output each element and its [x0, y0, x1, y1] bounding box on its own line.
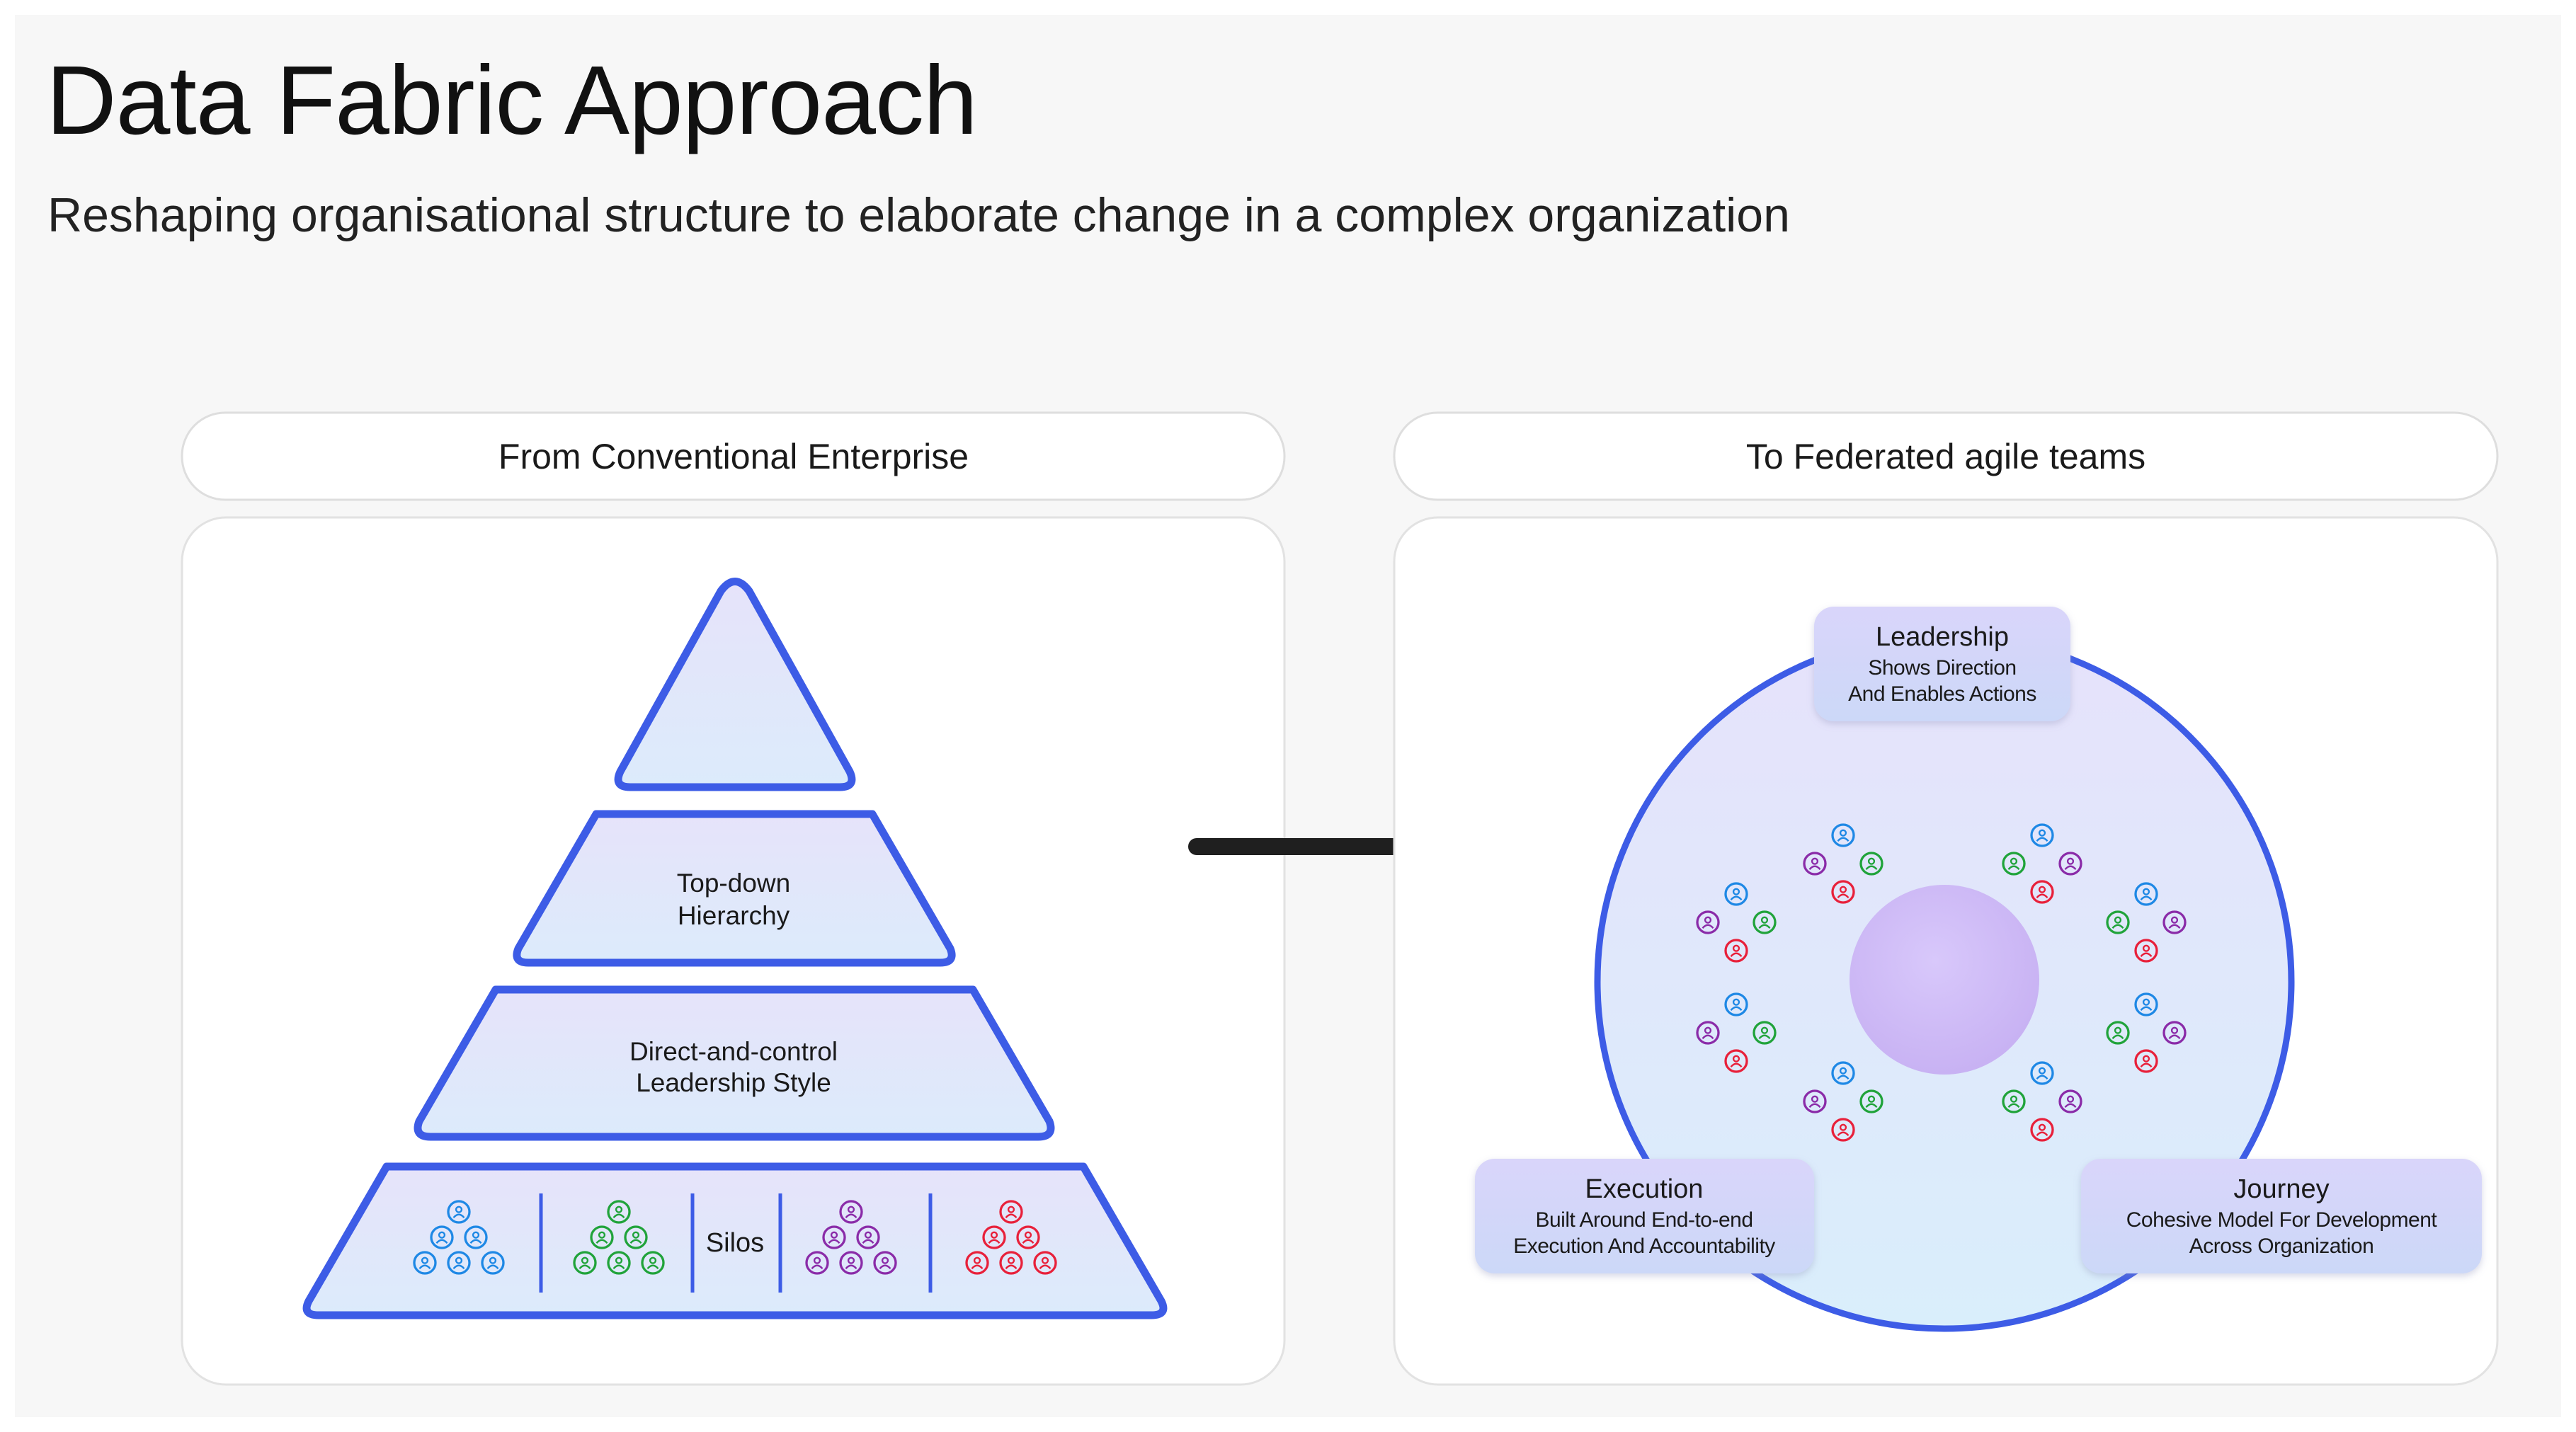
person-icon — [481, 1251, 505, 1275]
leadership-line1: Shows Direction — [1868, 656, 2016, 680]
person-icon — [1803, 1089, 1827, 1113]
person-icon — [999, 1251, 1023, 1275]
person-icon — [624, 1225, 648, 1249]
person-icon — [413, 1251, 437, 1275]
left-header-label: From Conventional Enterprise — [498, 437, 969, 476]
person-icon — [1831, 823, 1855, 847]
person-icon — [430, 1225, 454, 1249]
left-panel: From Conventional Enterprise Top-down Hi… — [181, 411, 1286, 1386]
person-icon — [839, 1251, 863, 1275]
person-icon — [1724, 1049, 1748, 1073]
execution-line2: Execution And Accountability — [1513, 1235, 1775, 1258]
person-icon — [822, 1225, 846, 1249]
journey-line1: Cohesive Model For Development — [2126, 1208, 2438, 1232]
person-icon — [2058, 852, 2082, 876]
page-subtitle: Reshaping organisational structure to el… — [47, 188, 1790, 242]
person-icon — [873, 1251, 897, 1275]
person-icon — [1016, 1225, 1040, 1249]
person-icon — [1724, 992, 1748, 1016]
tier-leadership-line2: Leadership Style — [636, 1068, 831, 1097]
right-header-pill — [1393, 411, 2499, 501]
person-icon — [1831, 1118, 1855, 1142]
pyramid-tier-hierarchy — [513, 810, 956, 967]
person-icon — [1724, 882, 1748, 906]
person-icon — [839, 1200, 863, 1224]
person-icon — [1753, 910, 1777, 934]
person-icon — [2030, 1061, 2054, 1085]
person-icon — [1831, 880, 1855, 904]
person-icon — [573, 1251, 597, 1275]
person-icon — [447, 1200, 471, 1224]
tier-leadership-line1: Direct-and-control — [629, 1037, 838, 1066]
silos-label: Silos — [706, 1228, 764, 1258]
person-icon — [607, 1251, 631, 1275]
tier-hierarchy-line1: Top-down — [677, 869, 790, 898]
person-icon — [1696, 910, 1720, 934]
person-icon — [856, 1225, 880, 1249]
journey-card — [2081, 1159, 2482, 1273]
person-icon — [447, 1251, 471, 1275]
right-header-label: To Federated agile teams — [1746, 437, 2145, 476]
person-icon — [607, 1200, 631, 1224]
person-icon — [1753, 1021, 1777, 1045]
person-icon — [2162, 910, 2187, 934]
core-circle — [1850, 885, 2039, 1075]
person-icon — [2058, 1089, 2082, 1113]
tier-hierarchy-line2: Hierarchy — [678, 901, 790, 930]
person-icon — [2106, 910, 2130, 934]
person-icon — [1724, 939, 1748, 963]
pyramid-tier-silos — [302, 1162, 1168, 1319]
person-icon — [982, 1225, 1006, 1249]
pyramid-apex — [614, 578, 856, 791]
agile-team-icons — [1696, 823, 2187, 1142]
leadership-card — [1814, 607, 2070, 721]
person-icon — [1859, 1089, 1883, 1113]
person-icon — [2134, 939, 2158, 963]
right-panel: To Federated agile teams Leadership Show… — [1393, 411, 2499, 1386]
person-icon — [2134, 882, 2158, 906]
person-icon — [1831, 1061, 1855, 1085]
person-icon — [999, 1200, 1023, 1224]
person-icon — [1696, 1021, 1720, 1045]
person-icon — [2162, 1021, 2187, 1045]
person-icon — [590, 1225, 614, 1249]
person-icon — [2002, 1089, 2026, 1113]
person-icon — [1859, 852, 1883, 876]
leadership-title: Leadership — [1876, 622, 2009, 652]
person-icon — [2002, 852, 2026, 876]
page-title: Data Fabric Approach — [46, 46, 978, 155]
person-icon — [1033, 1251, 1057, 1275]
journey-line2: Across Organization — [2189, 1235, 2374, 1258]
left-header-pill — [181, 411, 1286, 501]
journey-title: Journey — [2233, 1174, 2329, 1204]
execution-line1: Built Around End-to-end — [1535, 1208, 1753, 1232]
pyramid-tier-leadership-style — [414, 985, 1055, 1141]
person-icon — [464, 1225, 488, 1249]
silo-team-icons — [413, 1200, 1057, 1275]
person-icon — [641, 1251, 665, 1275]
execution-card — [1475, 1159, 1814, 1273]
person-icon — [2106, 1021, 2130, 1045]
execution-title: Execution — [1585, 1174, 1704, 1204]
person-icon — [2030, 880, 2054, 904]
person-icon — [2030, 823, 2054, 847]
person-icon — [805, 1251, 829, 1275]
person-icon — [965, 1251, 989, 1275]
leadership-line2: And Enables Actions — [1848, 682, 2036, 706]
person-icon — [2134, 1049, 2158, 1073]
person-icon — [2134, 992, 2158, 1016]
person-icon — [1803, 852, 1827, 876]
person-icon — [2030, 1118, 2054, 1142]
